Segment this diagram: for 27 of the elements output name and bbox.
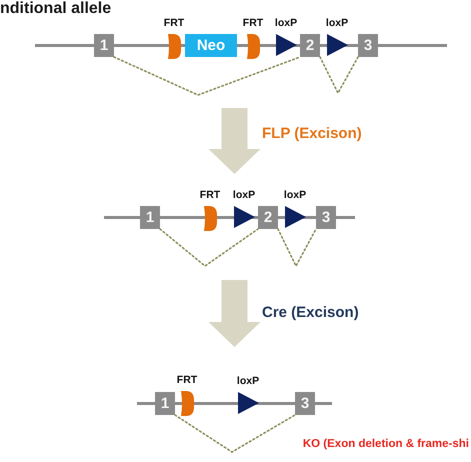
diagram-title: nditional allele [0, 0, 112, 18]
site-label: FRT [164, 17, 184, 29]
result-note: KO (Exon deletion & frame-shi [302, 437, 469, 451]
step-label: Cre (Excison) [262, 304, 359, 322]
dotted-connector [159, 228, 259, 267]
site-label: loxP [284, 189, 306, 201]
exon-block: 2 [258, 206, 278, 229]
exon-block: 3 [316, 206, 336, 229]
exon-block: 3 [295, 392, 315, 415]
exon-block: 1 [94, 34, 114, 57]
dotted-connector [319, 56, 359, 95]
dotted-connector [174, 414, 296, 453]
site-label: loxP [236, 375, 260, 387]
site-label: FRT [242, 17, 264, 29]
dotted-connector [277, 228, 317, 268]
dotted-connector [113, 56, 301, 96]
site-label: FRT [176, 374, 198, 386]
site-label: loxP [274, 17, 298, 29]
exon-block: 3 [358, 34, 378, 57]
site-label: FRT [200, 189, 220, 201]
site-label: loxP [232, 189, 256, 201]
neo-cassette: Neo [185, 34, 237, 57]
exon-block: 2 [300, 34, 320, 57]
exon-block: 1 [140, 206, 160, 229]
site-label: loxP [326, 17, 348, 29]
step-label: FLP (Excison) [262, 125, 362, 143]
exon-block: 1 [155, 392, 175, 415]
